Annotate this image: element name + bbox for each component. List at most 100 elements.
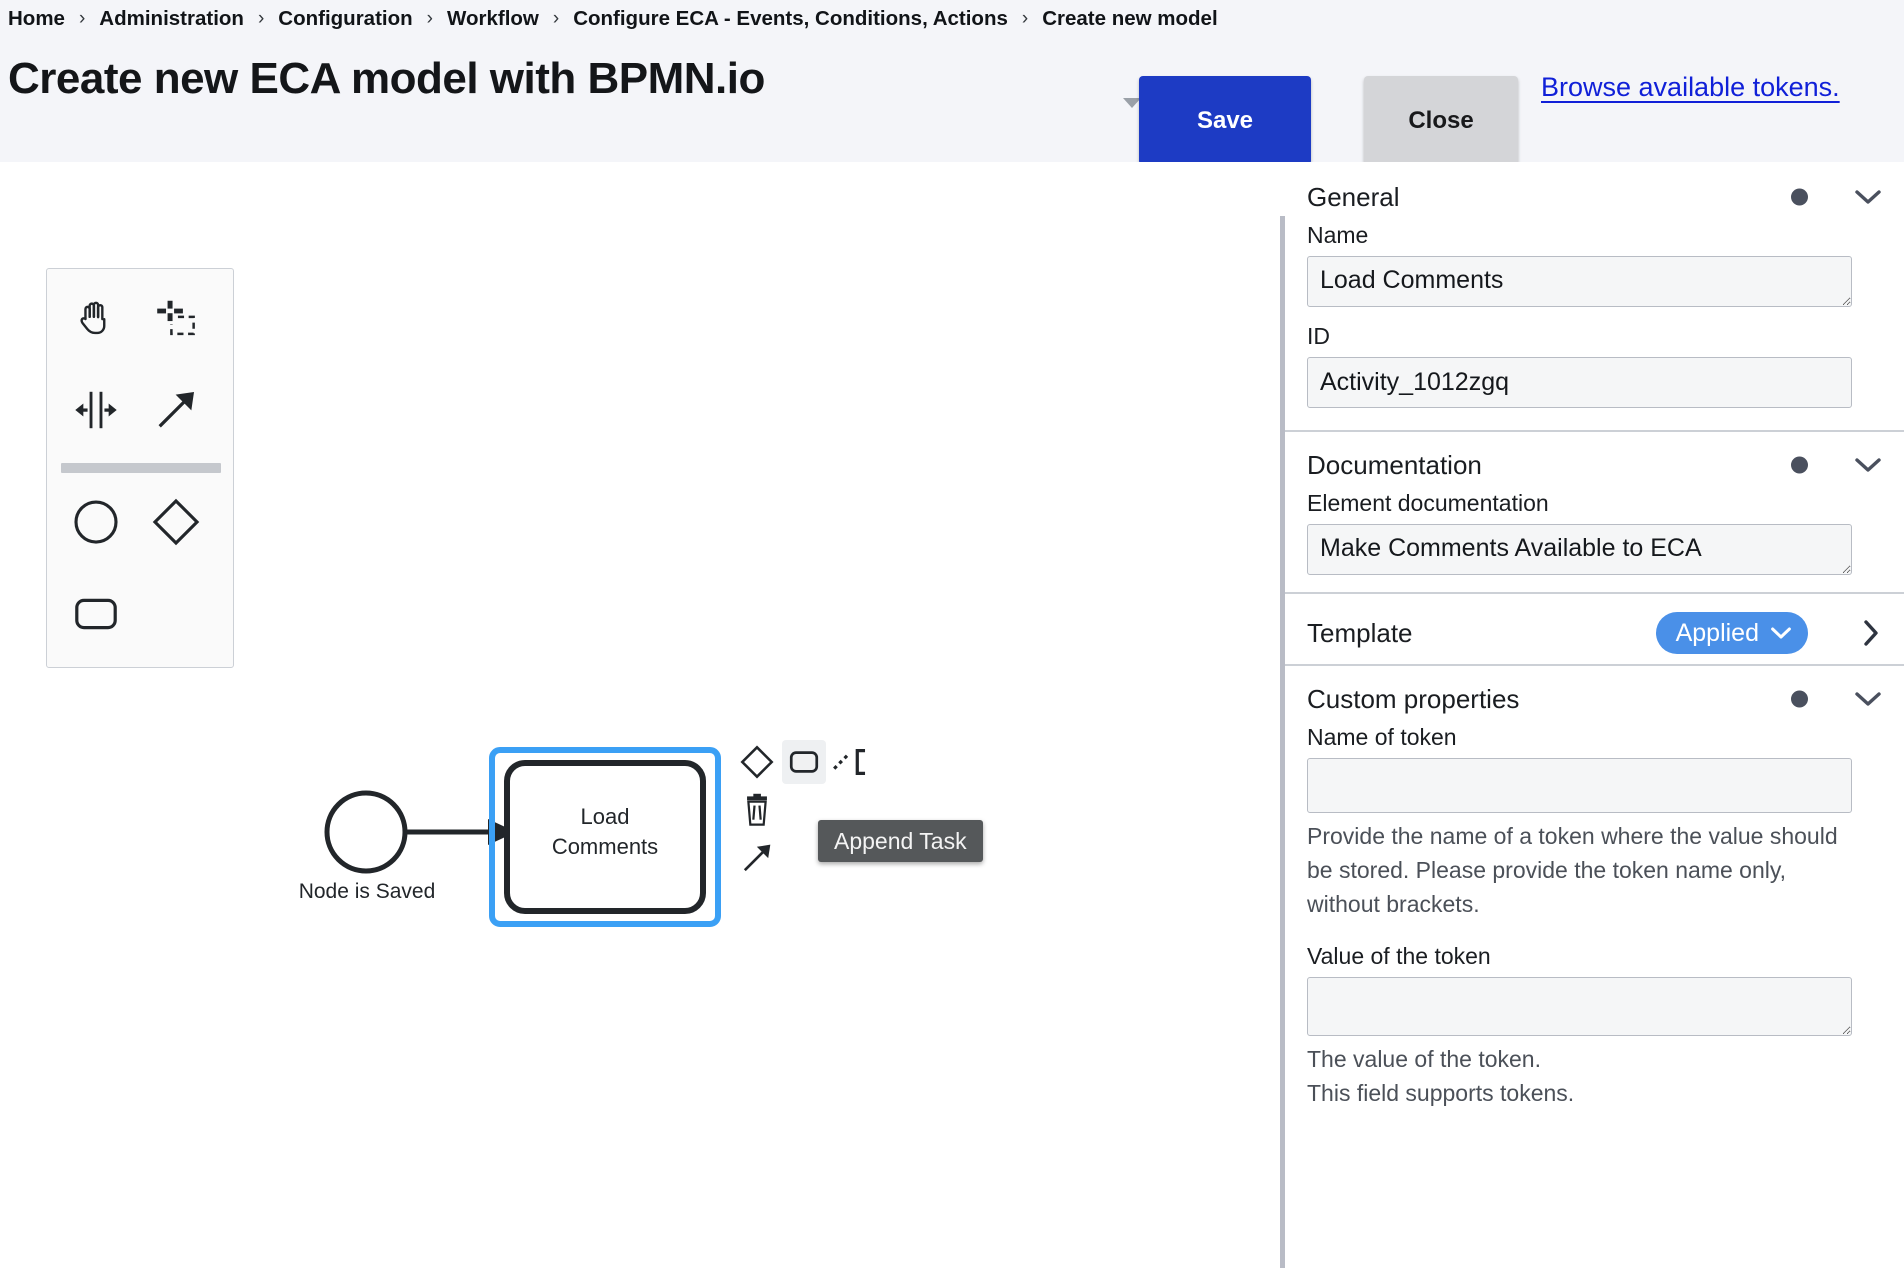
start-event-label: Node is Saved [298,880,436,903]
field-description-token-value-line-1: The value of the token. [1307,1046,1541,1072]
group-header-template[interactable]: Template Applied [1285,602,1904,664]
breadcrumb-item-create-new-model: Create new model [1042,7,1218,30]
template-applied-badge[interactable]: Applied [1655,612,1808,654]
breadcrumb-item-configure-eca[interactable]: Configure ECA - Events, Conditions, Acti… [573,7,1008,30]
hand-icon [80,301,106,335]
diamond-icon [740,745,774,779]
group-title-custom-properties: Custom properties [1307,683,1520,714]
properties-group-custom-properties: Custom properties Name of token Provide … [1285,674,1904,1110]
context-pad-append-task[interactable] [782,740,826,784]
breadcrumb-separator-icon: › [257,8,265,29]
context-pad-delete-element[interactable] [735,788,779,832]
group-status-dot-icon [1791,456,1808,474]
group-header-documentation[interactable]: Documentation [1285,440,1904,490]
breadcrumb-separator-icon: › [552,8,560,29]
close-button[interactable]: Close [1364,76,1518,165]
palette-separator [61,463,221,473]
field-element-documentation: Element documentation [1307,490,1852,575]
chevron-down-glyph [1855,692,1881,706]
group-title-general: General [1307,181,1400,212]
template-applied-label: Applied [1675,618,1759,647]
arrow-icon [743,844,771,872]
properties-group-documentation: Documentation Element documentation [1285,440,1904,575]
properties-group-general: General Name ID [1285,172,1904,408]
field-name: Name [1307,222,1852,307]
group-header-custom-properties[interactable]: Custom properties [1285,674,1904,724]
field-description-token-name: Provide the name of a token where the va… [1307,823,1838,917]
context-pad-append-intermediate-event[interactable] [829,740,873,784]
group-status-dot-icon [1791,188,1808,206]
task-label-line-2: Comments [551,834,659,859]
group-title-template: Template [1307,617,1413,648]
chevron-down-icon[interactable] [1854,188,1882,206]
group-status-dot-icon [1791,690,1808,708]
chevron-down-icon[interactable] [1854,456,1882,474]
task-label-line-1: Load [580,804,630,829]
chevron-down-icon[interactable] [1854,690,1882,708]
connect-arrow-icon [158,391,195,428]
element-documentation-input[interactable] [1307,524,1852,575]
lasso-icon [157,300,195,336]
chevron-down-icon [1771,627,1791,639]
id-input[interactable] [1307,357,1852,408]
start-event-shape[interactable] [324,790,408,874]
palette-space-tool[interactable] [59,373,133,447]
trash-icon [747,793,767,826]
breadcrumb-item-workflow[interactable]: Workflow [446,7,539,30]
field-description-token-value-line-2: This field supports tokens. [1307,1080,1575,1106]
field-label-element-documentation: Element documentation [1307,490,1549,516]
palette-lasso-tool[interactable] [139,281,213,355]
palette-create-gateway[interactable] [139,485,213,559]
chevron-down-glyph [1855,458,1881,472]
space-tool-icon [75,391,117,429]
dashed-bracket-icon [833,748,866,776]
browse-available-tokens-link[interactable]: Browse available tokens. [1541,72,1840,102]
breadcrumb-separator-icon: › [1021,8,1029,29]
field-label-name: Name [1307,222,1369,248]
palette-create-start-event[interactable] [59,485,133,559]
task-shape[interactable] [504,760,706,914]
palette-connect-tool[interactable] [139,373,213,447]
chevron-down-icon[interactable] [1123,98,1141,108]
context-pad-append-gateway[interactable] [735,740,779,784]
title-row: Create new ECA model with BPMN.io Save C… [0,36,1904,165]
bpmn-palette[interactable] [46,268,234,668]
section-divider [1285,664,1904,666]
save-button[interactable]: Save [1139,76,1311,165]
field-id: ID [1307,323,1852,408]
rounded-rect-icon [75,598,117,630]
section-divider [1285,430,1904,432]
token-name-input[interactable] [1307,758,1852,813]
breadcrumb-item-home[interactable]: Home [8,7,65,30]
group-title-documentation: Documentation [1307,449,1482,480]
properties-group-template: Template Applied [1285,602,1904,664]
task-selection-outline [489,747,721,927]
name-input[interactable] [1307,256,1852,307]
breadcrumb-item-configuration[interactable]: Configuration [278,7,413,30]
section-divider [1285,592,1904,594]
diamond-icon [152,498,200,546]
chevron-right-glyph [1864,620,1878,646]
properties-panel: General Name ID Documentation [1280,162,1904,1268]
bpmn-diagram[interactable] [0,162,1280,1268]
task-label: Load Comments [510,802,700,862]
page-title: Create new ECA model with BPMN.io [8,54,765,103]
token-value-input[interactable] [1307,977,1852,1036]
palette-hand-tool[interactable] [59,281,133,355]
group-header-general[interactable]: General [1285,172,1904,222]
page-header: Home › Administration › Configuration › … [0,0,1904,165]
bpmn-canvas[interactable]: Node is Saved Load Comments [0,162,1280,1268]
field-label-token-value: Value of the token [1307,943,1491,969]
breadcrumb-item-administration[interactable]: Administration [99,7,244,30]
panel-left-border [1280,216,1285,1268]
rounded-rect-icon [789,751,819,773]
field-label-token-name: Name of token [1307,724,1457,750]
field-token-name: Name of token Provide the name of a toke… [1307,724,1852,921]
breadcrumb-separator-icon: › [426,8,433,29]
chevron-right-icon[interactable] [1862,619,1880,647]
breadcrumb: Home › Administration › Configuration › … [8,2,1218,36]
context-pad-connect-element[interactable] [735,836,779,880]
chevron-down-glyph [1855,190,1881,204]
palette-create-task[interactable] [59,577,133,651]
context-pad[interactable] [735,740,885,880]
